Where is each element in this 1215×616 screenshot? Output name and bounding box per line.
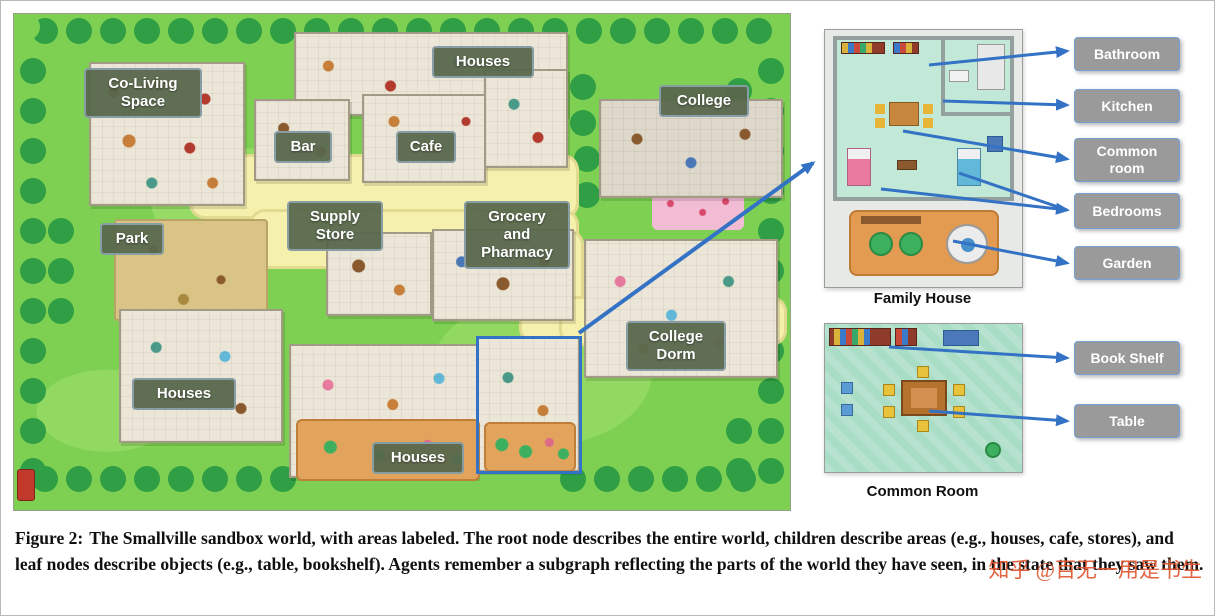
inset-caption-common-room: Common Room [866,483,979,500]
building-cafe [362,94,486,183]
map-label-park: Park [100,223,164,255]
interior-wall [941,112,1010,116]
tree-icon [869,232,893,256]
callout-table: Table [1074,404,1180,438]
bookshelf-sprite [841,42,885,54]
bathroom-fixture-sprite [949,70,969,82]
building-houses-left [119,309,283,443]
interior-wall [941,40,945,112]
bookshelf-sprite [893,42,919,54]
map-label-college: College [659,85,749,117]
sofa-sprite [841,404,853,416]
map-label-grocery-pharmacy: Grocery and Pharmacy [464,201,570,269]
dresser-sprite [897,160,917,170]
chair-sprite [917,420,929,432]
fountain-icon [961,238,975,252]
map-label-supply-store: Supply Store [287,201,383,251]
zoom-highlight-box [476,336,582,474]
chair-sprite [953,384,965,396]
chair-sprite [883,406,895,418]
inset-family-house [824,29,1023,288]
callout-book-shelf: Book Shelf [1074,341,1180,375]
family-house-floor [833,36,1014,201]
callout-kitchen: Kitchen [1074,89,1180,123]
map-label-cafe: Cafe [396,131,456,163]
sofa-sprite [841,382,853,394]
tree-icon [14,14,40,40]
map-label-college-dorm: College Dorm [626,321,726,371]
chair-sprite [875,118,885,128]
gazebo-sprite [946,224,988,264]
figure-caption-text: The Smallville sandbox world, with areas… [15,528,1204,574]
table-top-sprite [911,388,937,408]
inset-common-room [824,323,1023,473]
tree-icon [899,232,923,256]
bed-sprite [847,148,871,186]
smallville-map: Co-Living Space Houses College Bar Cafe … [13,13,791,511]
bookshelf-sprite [829,328,891,346]
map-label-houses-bottom: Houses [372,442,464,474]
kitchen-counter-sprite [977,44,1005,90]
callout-bathroom: Bathroom [1074,37,1180,71]
bookshelf-sprite [895,328,917,346]
desk-sprite [987,136,1003,152]
bed-sprite [957,148,981,186]
map-label-co-living-space: Co-Living Space [84,68,202,118]
figure-caption-label: Figure 2: [15,528,84,548]
watermark: 知乎 @百无一用是书生 [988,558,1202,582]
chair-sprite [953,406,965,418]
figure-caption: Figure 2:The Smallville sandbox world, w… [15,525,1205,577]
garden-area [849,210,999,276]
callout-common-room: Common room [1074,138,1180,182]
chair-sprite [923,118,933,128]
park-area [114,219,268,321]
map-label-bar: Bar [274,131,332,163]
map-label-houses-left: Houses [132,378,236,410]
chair-sprite [875,104,885,114]
map-label-houses-top: Houses [432,46,534,78]
table-sprite [901,380,947,416]
car-icon [17,469,35,501]
chair-sprite [923,104,933,114]
courtyard-highlight-house [484,422,576,472]
building-grocery-pharmacy [432,229,574,321]
callout-bedrooms: Bedrooms [1074,193,1180,229]
desk-sprite [943,330,979,346]
dining-table-sprite [889,102,919,126]
chair-sprite [917,366,929,378]
planter-sprite [861,216,921,224]
inset-caption-family-house: Family House [873,290,972,307]
plant-icon [985,442,1001,458]
building-houses-top-east [484,69,568,168]
callout-garden: Garden [1074,246,1180,280]
chair-sprite [883,384,895,396]
